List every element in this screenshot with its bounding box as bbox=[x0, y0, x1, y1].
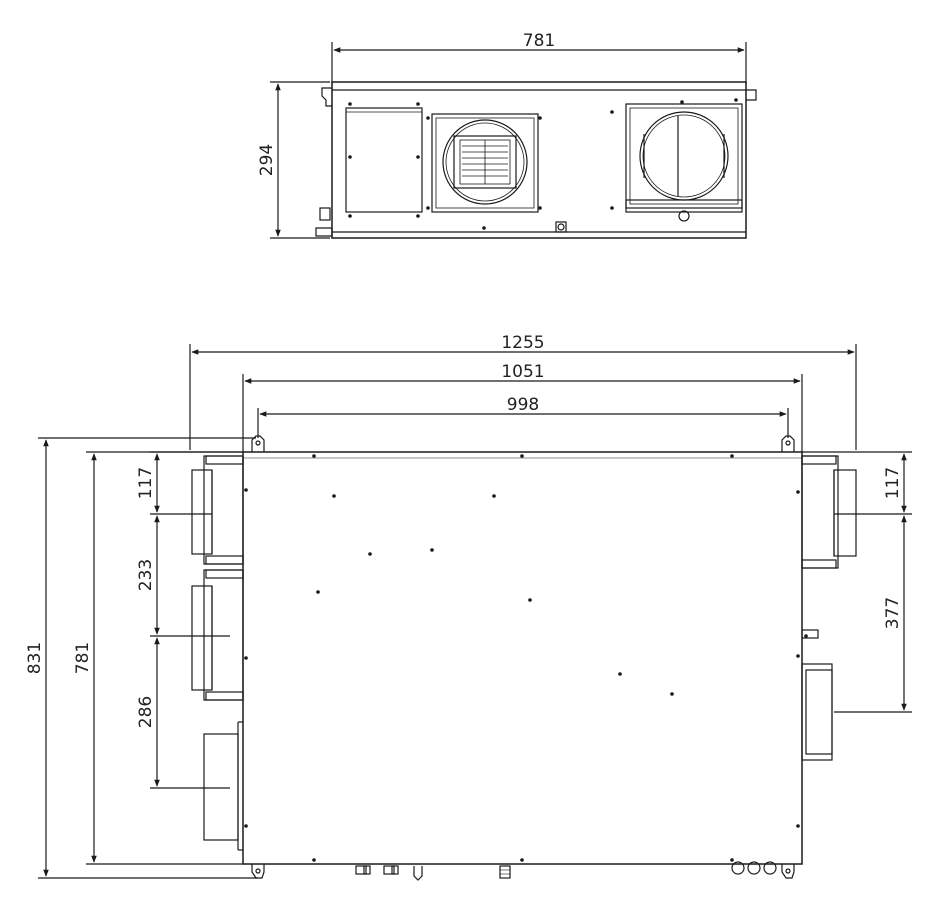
dim-label-top-width: 781 bbox=[523, 31, 555, 51]
dim-label-bracket-span: 998 bbox=[507, 395, 539, 415]
dim-label-body-width: 1051 bbox=[501, 362, 544, 382]
bracket-top-left bbox=[251, 435, 265, 452]
front-housing bbox=[331, 81, 747, 239]
dim-label-right-spacing-1: 117 bbox=[883, 467, 903, 499]
spigot-right-1 bbox=[801, 455, 839, 569]
front-view bbox=[270, 42, 757, 239]
bracket-bottom-left bbox=[251, 864, 265, 879]
fan-spigot-circle bbox=[442, 119, 528, 205]
dim-label-body-depth: 781 bbox=[73, 642, 93, 674]
front-view-labels: 781 294 bbox=[257, 31, 555, 176]
plan-view-bolts bbox=[244, 454, 808, 862]
spigot-left-2 bbox=[203, 569, 244, 701]
access-panel bbox=[345, 107, 423, 213]
dim-label-left-spacing-2: 233 bbox=[136, 559, 156, 591]
duct-spigot-circle bbox=[639, 111, 729, 201]
dim-label-overall-depth: 831 bbox=[25, 642, 45, 674]
fan-spigot-frame bbox=[431, 113, 539, 213]
spigot-left-3 bbox=[203, 733, 239, 841]
dim-label-left-spacing-3: 286 bbox=[136, 696, 156, 728]
bracket-top-right bbox=[781, 435, 795, 452]
dim-label-right-spacing-2: 377 bbox=[883, 597, 903, 629]
plan-view bbox=[38, 344, 912, 881]
duct-spigot-frame bbox=[625, 103, 743, 209]
dim-label-left-spacing-1: 117 bbox=[136, 467, 156, 499]
spigot-left-1 bbox=[203, 455, 244, 565]
dim-label-overall-width: 1255 bbox=[501, 333, 544, 353]
front-view-bolts bbox=[348, 98, 738, 230]
dim-label-top-height: 294 bbox=[257, 144, 277, 176]
bracket-bottom-right bbox=[781, 864, 795, 879]
unit-body bbox=[242, 451, 803, 865]
plan-view-labels: 1255 1051 998 831 781 117 233 286 117 37… bbox=[25, 333, 903, 728]
